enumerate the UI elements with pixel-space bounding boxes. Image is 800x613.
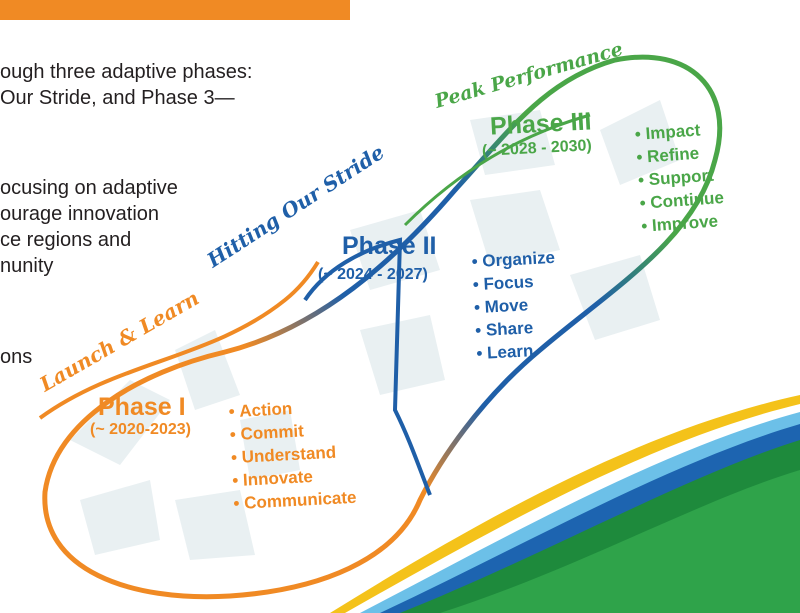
- phase3-title: Phase III: [489, 107, 593, 141]
- phase1-title: Phase I: [98, 393, 186, 421]
- intro-line-7: ons: [0, 346, 33, 368]
- launch-learn-label: Launch & Learn: [35, 286, 203, 397]
- intro-line-2: Our Stride, and Phase 3—: [0, 87, 235, 109]
- list-item: Organize: [471, 246, 556, 273]
- phase1-arc: [38, 260, 320, 420]
- phase2-title: Phase II: [342, 232, 437, 260]
- intro-line-6: nunity: [0, 255, 54, 277]
- intro-line-1: ough three adaptive phases:: [0, 61, 253, 83]
- phase2-years: (~ 2024 - 2027): [318, 266, 428, 283]
- phase2-list: Organize Focus Move Share Learn: [471, 246, 560, 365]
- phase3-list: Impact Refine Support Continue Improve: [634, 117, 726, 238]
- phase3-divider: [403, 113, 591, 227]
- peak-performance-label: Peak Performance: [431, 38, 625, 113]
- phase2-divider: [303, 237, 432, 496]
- header-bar: [0, 0, 350, 20]
- ground-stripes: [330, 395, 800, 613]
- phase1-years: (~ 2020-2023): [90, 421, 191, 438]
- phase1-list: Action Commit Understand Innovate Commun…: [228, 394, 357, 515]
- list-item: Learn: [476, 338, 561, 365]
- intro-line-4: ourage innovation: [0, 203, 160, 225]
- intro-line-5: ce regions and: [0, 229, 132, 251]
- intro-line-3: ocusing on adaptive: [0, 177, 178, 199]
